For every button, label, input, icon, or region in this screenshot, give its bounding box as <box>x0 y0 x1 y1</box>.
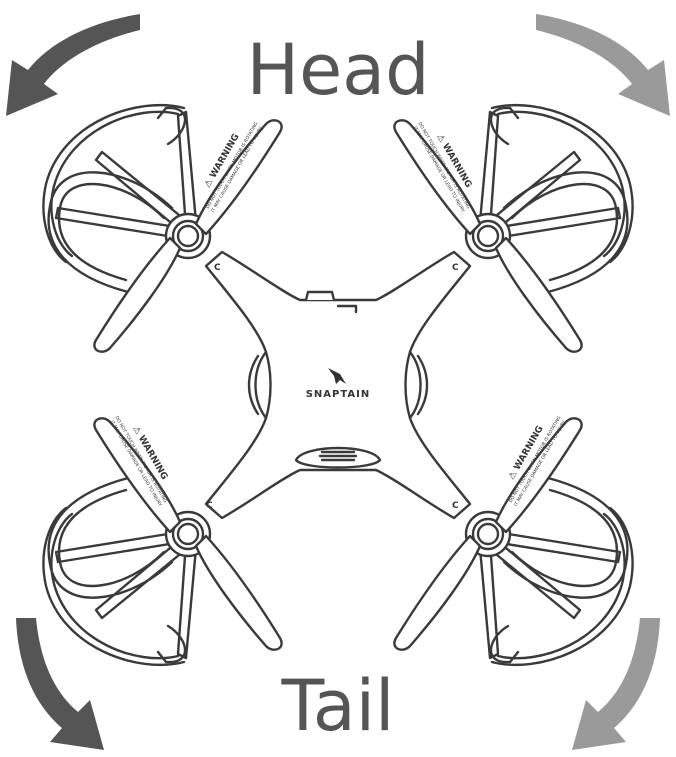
right-bulge <box>408 350 422 420</box>
right-bulge-inner <box>416 354 429 416</box>
rotation-arrow-top-right <box>536 14 670 116</box>
brand-text: SNAPTAIN <box>306 389 371 400</box>
rotation-arrow-bottom-left <box>16 618 104 750</box>
rear-vent <box>294 446 382 469</box>
left-bulge <box>254 350 268 420</box>
arrow-bottom-right-shape <box>572 618 660 750</box>
motor-mark-br: C <box>452 501 459 511</box>
brand-logo-icon <box>328 368 346 384</box>
rotor-top-left: ⚠ WARNING DO NOT TOUCH WHEN MOTOR IS ROT… <box>42 103 283 353</box>
motor-mark-bl: C <box>206 501 213 511</box>
arrow-top-left-shape <box>6 14 140 116</box>
front-camera <box>304 290 358 314</box>
rotor-top-right: ⚠ WARNING DO NOT TOUCH WHEN MOTOR IS ROT… <box>393 103 634 353</box>
tail-label: Tail <box>281 665 395 747</box>
arrow-bottom-left-shape <box>16 618 104 750</box>
drone-body: SNAPTAIN <box>204 250 472 520</box>
motor-mark-tl: C <box>214 263 221 273</box>
head-label: Head <box>246 29 429 111</box>
body-frame <box>204 250 472 520</box>
arrow-top-right-shape <box>536 14 670 116</box>
rotation-arrow-top-left <box>6 14 140 116</box>
rotation-arrow-bottom-right <box>572 618 660 750</box>
left-bulge-inner <box>247 354 260 416</box>
motor-mark-tr: C <box>452 263 459 273</box>
